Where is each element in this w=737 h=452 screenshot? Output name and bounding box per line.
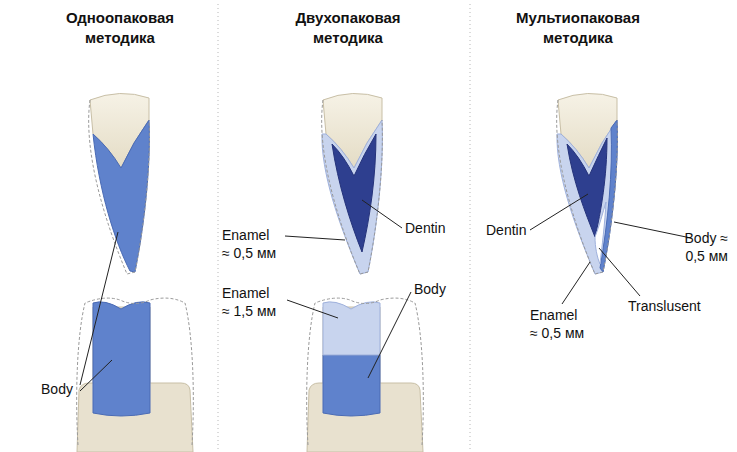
leader-line bbox=[287, 300, 338, 318]
layer-label: Dentin bbox=[486, 221, 526, 239]
column-separator bbox=[218, 4, 219, 452]
tooth-front-view bbox=[77, 298, 194, 452]
leader-line bbox=[599, 248, 640, 296]
body-layer bbox=[323, 355, 380, 416]
leader-line bbox=[80, 232, 118, 385]
column-heading: Мультиопаковая методика bbox=[515, 8, 642, 48]
layer-label: Enamel ≈ 0,5 мм bbox=[222, 226, 280, 262]
layer-label: Dentin bbox=[405, 219, 445, 237]
leader-line bbox=[80, 360, 112, 391]
tooth-side-view bbox=[89, 93, 150, 274]
tooth-side-view bbox=[557, 93, 618, 274]
column-heading: Одноопаковая методика bbox=[64, 8, 176, 48]
enamel-layer bbox=[323, 302, 380, 355]
tooth-side-view bbox=[322, 93, 383, 274]
leader-line bbox=[362, 200, 402, 228]
layer-label: Enamel ≈ 0,5 мм bbox=[530, 306, 588, 342]
tooth-front-view bbox=[307, 298, 424, 452]
crown-outline bbox=[77, 298, 194, 445]
crown-outline bbox=[307, 298, 424, 445]
leader-line bbox=[530, 194, 588, 230]
layer-label: Body ≈ 0,5 мм bbox=[670, 229, 728, 265]
leader-line bbox=[562, 262, 590, 304]
layer-label: Enamel ≈ 1,5 мм bbox=[222, 284, 280, 320]
layer-label: Translusent bbox=[628, 297, 701, 315]
layer-label: Body bbox=[414, 280, 446, 298]
column-heading: Двухопаковая методика bbox=[294, 8, 403, 48]
crown-outline bbox=[557, 100, 618, 274]
enamel-layer bbox=[557, 120, 617, 274]
layer-label: Body bbox=[41, 380, 73, 398]
crown-outline bbox=[89, 100, 150, 274]
column-separator bbox=[470, 4, 471, 452]
body-layer bbox=[93, 302, 150, 416]
leader-line bbox=[285, 236, 345, 240]
leader-line bbox=[368, 292, 411, 378]
crown-outline bbox=[322, 100, 383, 274]
leader-line bbox=[614, 222, 691, 238]
enamel-layer bbox=[322, 120, 382, 274]
body-layer bbox=[93, 120, 149, 272]
leader-lines bbox=[80, 194, 691, 391]
dentin-layer bbox=[332, 134, 376, 252]
